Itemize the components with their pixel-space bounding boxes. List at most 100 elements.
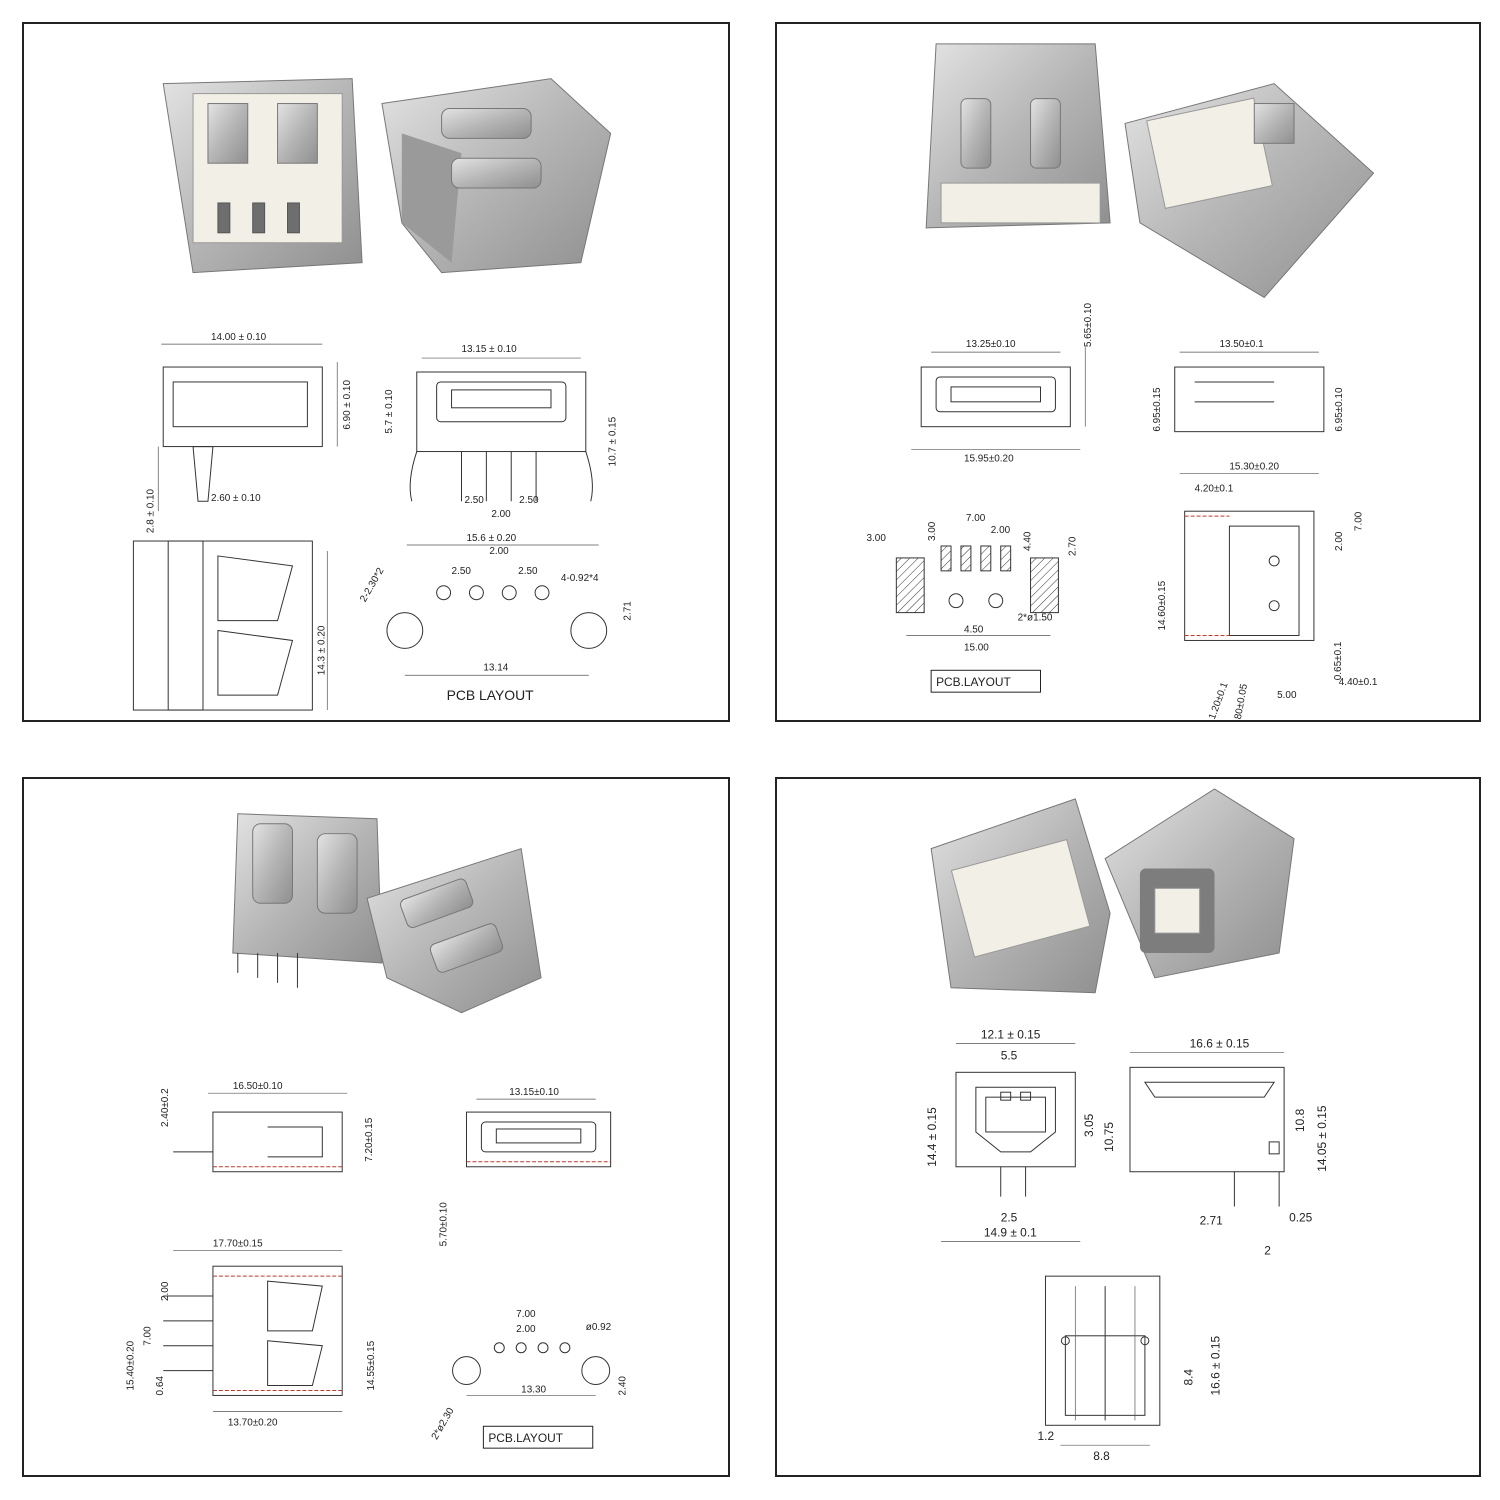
top-width: 15.30±0.20 (1229, 461, 1279, 472)
layout-offset: 2.40 (618, 1376, 629, 1396)
front-pitch: 2.5 (1001, 1210, 1018, 1224)
dim-width: 14.00 ± 0.10 (211, 332, 267, 343)
top-hl: 15.40±0.20 (125, 1340, 136, 1390)
layout-pitch-b: 2.50 (518, 566, 538, 577)
top-bottom: 13.70±0.20 (228, 1417, 278, 1428)
layout-hole-small: 4-0.92*4 (561, 573, 599, 584)
front-width: 13.15±0.10 (509, 1087, 559, 1098)
bottom-view: 14.3 ± 0.20 (132, 540, 328, 711)
top-view: 15.30±0.20 4.20±0.1 2.00 7.00 14.60±0.15… (1157, 461, 1378, 720)
layout-title: PCB.LAYOUT (936, 675, 1011, 689)
pcb-layout: 7.00 2.00 ø0.92 2*ø2.30 13.30 2.40 PCB.L… (430, 1309, 629, 1449)
side-width: 16.50±0.10 (233, 1081, 283, 1092)
front-width: 14.9 ± 0.1 (984, 1225, 1037, 1239)
dim-pitch-b: 2.50 (519, 495, 539, 506)
dim-bottom-width: 15.95±0.20 (964, 453, 1014, 464)
panel-usb-a-vertical: 16.50±0.10 2.40±0.2 7.20±0.15 13.15±0.10… (22, 777, 730, 1477)
dim-front-width: 13.15 ± 0.10 (462, 344, 518, 355)
dim-pin-off: 2.60 ± 0.10 (211, 493, 261, 504)
layout-hole-small: ø0.92 (586, 1322, 612, 1333)
side-108: 10.8 (1293, 1108, 1307, 1132)
side-025: 0.25 (1289, 1210, 1313, 1224)
front-height: 5.70±0.10 (439, 1202, 450, 1247)
top-84: 8.4 (1182, 1369, 1196, 1386)
top-12: 1.2 (1038, 1429, 1055, 1443)
side-2: 2 (1264, 1243, 1271, 1257)
dim-front-h2: 10.7 ± 0.15 (608, 416, 619, 466)
panel3-drawing: 16.50±0.10 2.40±0.2 7.20±0.15 13.15±0.10… (125, 813, 629, 1449)
connector-photo-2 (366, 847, 542, 1014)
top-440: 4.40±0.1 (1339, 677, 1378, 688)
layout-hole-large: 2*ø2.30 (430, 1406, 457, 1442)
top-500: 5.00 (1277, 690, 1297, 701)
top-200: 2.00 (1334, 531, 1345, 551)
dim-side-width: 13.50±0.1 (1219, 339, 1264, 350)
dim-front-height: 5.65±0.10 (1083, 303, 1094, 348)
layout-300b: 3.00 (927, 521, 938, 541)
side-view: 13.50±0.1 6.95±0.15 6.95±0.10 (1152, 339, 1345, 433)
top-height: 14.60±0.15 (1157, 580, 1168, 630)
front-view: 13.15±0.10 5.70±0.10 (439, 1087, 612, 1247)
front-inner: 5.5 (1001, 1048, 1018, 1062)
top-120: 1.20±0.1 (1207, 681, 1231, 720)
top-420: 4.20±0.1 (1195, 483, 1234, 494)
side-height: 7.20±0.15 (364, 1117, 375, 1162)
front-height: 14.4 ± 0.15 (925, 1107, 939, 1167)
layout-1500: 15.00 (964, 642, 989, 653)
side-view: 14.00 ± 0.10 6.90 ± 0.10 2.8 ± 0.10 2.60… (145, 332, 353, 533)
side-view: 16.6 ± 0.15 10.8 14.05 ± 0.15 2.71 0.25 … (1129, 1036, 1329, 1257)
layout-270: 2.70 (1067, 536, 1078, 556)
dim-side-hr: 6.95±0.10 (1334, 387, 1345, 432)
layout-hole-large: 2-2.30*2 (358, 566, 387, 604)
layout-450: 4.50 (964, 625, 984, 636)
top-200: 2.00 (160, 1281, 171, 1301)
side-pin: 2.40±0.2 (160, 1088, 171, 1127)
front-top: 12.1 ± 0.15 (981, 1028, 1041, 1042)
dim-pin-len: 2.8 ± 0.10 (145, 488, 156, 533)
top-height: 16.6 ± 0.15 (1208, 1336, 1222, 1396)
dim-pitch-c: 2.00 (491, 509, 511, 520)
connector-photo-2 (1104, 788, 1295, 979)
dim-top-width: 13.25±0.10 (966, 339, 1016, 350)
layout-300a: 3.00 (867, 533, 887, 544)
connector-photo-2 (381, 78, 612, 274)
top-88: 8.8 (1093, 1449, 1110, 1463)
front-view: 13.15 ± 0.10 5.7 ± 0.10 10.7 ± 0.15 2.50… (384, 344, 619, 546)
top-064: 0.64 (155, 1376, 166, 1396)
pcb-layout: 2.50 2.50 2.00 4-0.92*4 2-2.30*2 13.14 2… (358, 546, 633, 703)
connector-photo-1 (930, 798, 1111, 994)
top-view: 16.6 ± 0.15 8.4 1.2 8.8 (1038, 1275, 1222, 1463)
dim-pitch-a: 2.50 (464, 495, 484, 506)
dim-side-hl: 6.95±0.15 (1152, 387, 1163, 432)
layout-hole: 2*ø1.50 (1018, 613, 1053, 624)
top-700: 7.00 (1354, 511, 1365, 531)
panel-usb-b: 12.1 ± 0.15 5.5 14.4 ± 0.15 3.05 10.75 2… (775, 777, 1481, 1477)
layout-span: 13.30 (521, 1384, 546, 1395)
front-view: 12.1 ± 0.15 5.5 14.4 ± 0.15 3.05 10.75 2… (925, 1028, 1116, 1242)
dim-front-h1: 5.7 ± 0.10 (384, 389, 395, 434)
connector-photo-1 (232, 813, 383, 988)
layout-pitch-a: 2.50 (452, 566, 472, 577)
layout-200: 2.00 (991, 525, 1011, 536)
front-1075: 10.75 (1102, 1122, 1116, 1152)
connector-photo-1 (925, 43, 1111, 229)
front-305: 3.05 (1082, 1113, 1096, 1137)
dim-total-width: 15.6 ± 0.20 (466, 533, 516, 544)
layout-700: 7.00 (966, 513, 986, 524)
dim-height: 6.90 ± 0.10 (342, 380, 353, 430)
layout-200: 2.00 (516, 1324, 536, 1335)
layout-title: PCB.LAYOUT (488, 1431, 563, 1445)
panel1-drawing: 14.00 ± 0.10 6.90 ± 0.10 2.8 ± 0.10 2.60… (132, 78, 634, 711)
side-width: 16.6 ± 0.15 (1190, 1036, 1250, 1050)
top-hr: 14.55±0.15 (366, 1340, 377, 1390)
top-065: 0.65±0.1 (1333, 641, 1344, 680)
top-700: 7.00 (142, 1326, 153, 1346)
top-width: 17.70±0.15 (213, 1238, 263, 1249)
layout-pitch-c: 2.00 (489, 546, 509, 557)
layout-700: 7.00 (516, 1309, 536, 1320)
panel2-drawing: 13.25±0.10 5.65±0.10 15.95±0.20 13.50±0.… (867, 43, 1378, 720)
layout-title: PCB LAYOUT (447, 687, 535, 703)
dim-depth: 14.3 ± 0.20 (316, 625, 327, 675)
side-271: 2.71 (1200, 1213, 1224, 1227)
layout-440: 4.40 (1023, 531, 1034, 551)
